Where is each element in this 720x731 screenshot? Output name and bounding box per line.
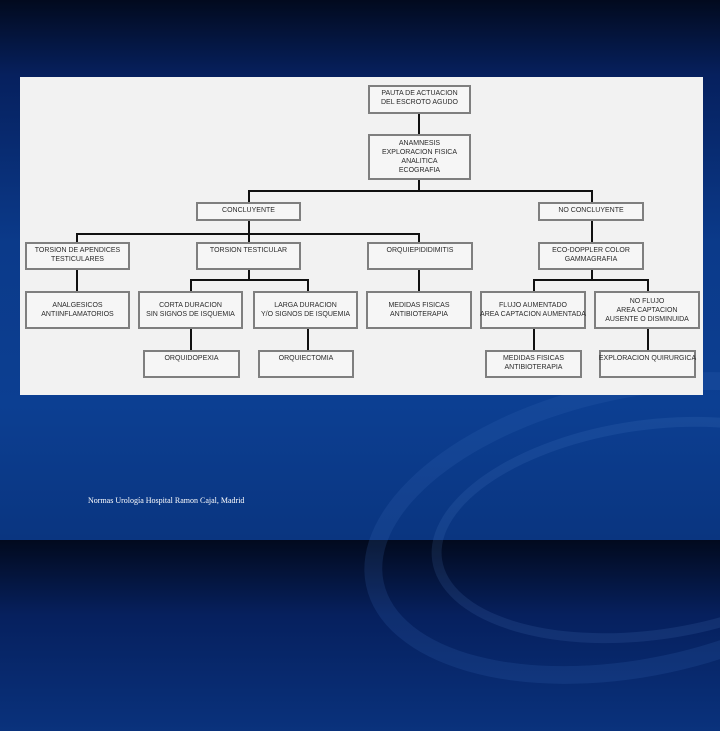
- connector: [307, 328, 309, 350]
- connector: [76, 269, 78, 291]
- connector: [248, 220, 250, 234]
- flujo-aumentado-box: FLUJO AUMENTADO AREA CAPTACION AUMENTADA: [480, 291, 586, 329]
- box-line: SIN SIGNOS DE ISQUEMIA: [146, 311, 235, 318]
- box-line: ECO-DOPPLER COLOR: [552, 247, 630, 254]
- connector: [591, 220, 593, 242]
- orquiepididimitis-box: ORQUIEPIDIDIMITIS: [367, 242, 473, 270]
- box-line: GAMMAGRAFIA: [564, 256, 618, 263]
- connector: [190, 328, 192, 350]
- torsion-testicular-box: TORSION TESTICULAR: [196, 242, 301, 270]
- analgesicos-box: ANALGESICOS ANTIINFLAMATORIOS: [25, 291, 130, 329]
- connector: [533, 328, 535, 350]
- connector: [591, 269, 593, 280]
- orquidopexia-box: ORQUIDOPEXIA: [143, 350, 240, 378]
- box-line: ANALITICA: [401, 158, 438, 165]
- box-line: AUSENTE O DISMINUIDA: [605, 315, 689, 323]
- box-line: TORSION TESTICULAR: [209, 247, 288, 254]
- connector: [647, 279, 649, 291]
- box-line: EXPLORACION QUIRURGICA: [598, 355, 697, 362]
- box-line: PAUTA DE ACTUACION: [381, 90, 458, 97]
- box-line: MEDIDAS FISICAS: [388, 302, 450, 309]
- connector: [248, 190, 592, 192]
- box-line: Y/O SIGNOS DE ISQUEMIA: [260, 311, 351, 318]
- box-line: AREA CAPTACION AUMENTADA: [480, 311, 586, 318]
- box-line: NO FLUJO: [629, 297, 665, 305]
- box-line: DEL ESCROTO AGUDO: [380, 99, 459, 106]
- box-line: ANAMNESIS: [398, 140, 441, 147]
- box-line: MEDIDAS FISICAS: [502, 355, 565, 362]
- box-line: TORSION DE APENDICES: [34, 247, 121, 254]
- box-line: TESTICULARES: [51, 256, 104, 263]
- orquiectomia-box: ORQUIECTOMIA: [258, 350, 354, 378]
- box-line: ANALGESICOS: [52, 302, 103, 309]
- connector: [307, 279, 309, 291]
- connector: [591, 190, 593, 202]
- connector: [533, 279, 535, 291]
- connector: [76, 233, 78, 242]
- medidas-fisicas-box: MEDIDAS FISICAS ANTIBIOTERAPIA: [366, 291, 472, 329]
- corta-duracion-box: CORTA DURACION SIN SIGNOS DE ISQUEMIA: [138, 291, 243, 329]
- larga-duracion-box: LARGA DURACION Y/O SIGNOS DE ISQUEMIA: [253, 291, 358, 329]
- source-caption: Normas Urología Hospital Ramon Cajal, Ma…: [88, 496, 245, 505]
- title-box: PAUTA DE ACTUACION DEL ESCROTO AGUDO: [368, 85, 471, 114]
- box-line: ORQUIECTOMIA: [278, 355, 334, 362]
- medidas-fisicas-box: MEDIDAS FISICAS ANTIBIOTERAPIA: [485, 350, 582, 378]
- exploracion-quirurgica-box: EXPLORACION QUIRURGICA: [599, 350, 696, 378]
- connector: [248, 233, 250, 242]
- connector: [533, 279, 649, 281]
- connector: [248, 269, 250, 280]
- torsion-apendices-box: TORSION DE APENDICES TESTICULARES: [25, 242, 130, 270]
- flowchart-panel: PAUTA DE ACTUACION DEL ESCROTO AGUDO ANA…: [20, 77, 703, 395]
- box-line: ORQUIEPIDIDIMITIS: [386, 247, 454, 254]
- connector: [418, 112, 420, 134]
- concluyente-box: CONCLUYENTE: [196, 202, 301, 221]
- assessment-box: ANAMNESIS EXPLORACION FISICA ANALITICA E…: [368, 134, 471, 180]
- box-line: FLUJO AUMENTADO: [499, 302, 567, 309]
- box-line: NO CONCLUYENTE: [558, 207, 624, 214]
- box-line: CORTA DURACION: [159, 302, 222, 309]
- eco-doppler-box: ECO-DOPPLER COLOR GAMMAGRAFIA: [538, 242, 644, 270]
- box-line: ECOGRAFIA: [398, 167, 441, 174]
- connector: [418, 269, 420, 291]
- no-flujo-box: NO FLUJO AREA CAPTACION AUSENTE O DISMIN…: [594, 291, 700, 329]
- connector: [418, 179, 420, 191]
- box-line: ORQUIDOPEXIA: [164, 355, 219, 362]
- connector: [418, 233, 420, 242]
- no-concluyente-box: NO CONCLUYENTE: [538, 202, 644, 221]
- connector: [190, 279, 192, 291]
- box-line: ANTIBIOTERAPIA: [504, 364, 563, 371]
- connector: [248, 190, 250, 202]
- box-line: ANTIBIOTERAPIA: [390, 311, 448, 318]
- box-line: CONCLUYENTE: [222, 207, 275, 214]
- connector: [647, 328, 649, 350]
- box-line: LARGA DURACION: [274, 302, 337, 309]
- box-line: ANTIINFLAMATORIOS: [41, 311, 114, 318]
- box-line: EXPLORACION FISICA: [381, 149, 458, 156]
- connector: [190, 279, 309, 281]
- box-line: AREA CAPTACION: [616, 306, 678, 314]
